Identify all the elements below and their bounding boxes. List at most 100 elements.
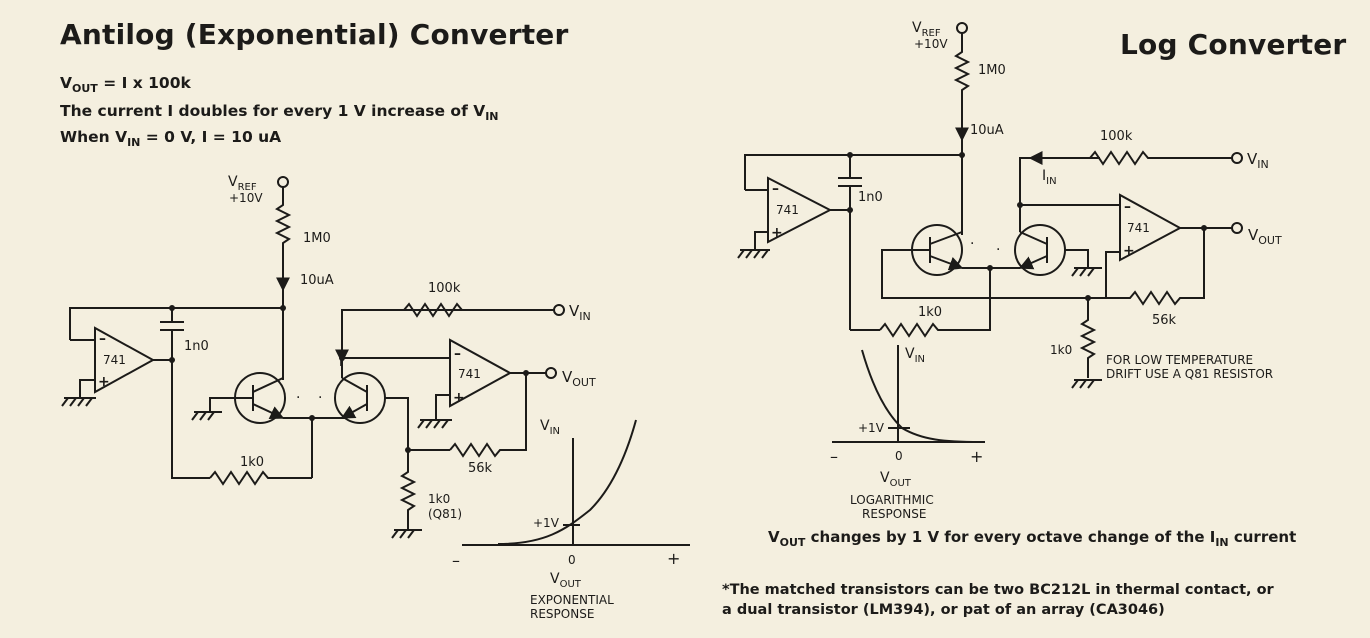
graph-x-label: VOUT: [550, 571, 582, 590]
resistor-1k0-gnd-label: 1k0: [1050, 343, 1072, 357]
antilog-equation-vout: VOUT = I x 100k: [60, 74, 191, 95]
graph-caption-1: EXPONENTIAL: [530, 593, 614, 607]
footnote-line-2: a dual transistor (LM394), or pat of an …: [722, 602, 1165, 618]
eq-rest: = 0 V, I = 10 uA: [140, 128, 282, 146]
svg-text:–: –: [454, 346, 461, 362]
q81-label: (Q81): [428, 507, 462, 521]
graph-plus1v-label: +1V: [533, 516, 560, 530]
opamp-1-label: 741: [103, 353, 126, 367]
current-10ua-right-label: 10uA: [970, 123, 1004, 138]
logarithmic-response-graph: VIN +1V – 0 + VOUT LOGARITHMIC RESPONSE: [830, 345, 985, 521]
opamp-2-label: 741: [458, 367, 481, 381]
resistor-100k-label: 100k: [428, 281, 461, 296]
svg-text:·: ·: [970, 236, 974, 252]
log-title: Log Converter: [1120, 28, 1347, 61]
resistor-1m0-right-label: 1M0: [978, 63, 1006, 78]
antilog-equation-doubling: The current I doubles for every 1 V incr…: [60, 102, 499, 123]
eq-sub: IN: [127, 136, 141, 150]
resistor-1k0-right-icon: [879, 268, 991, 338]
resistor-1m0-icon: [274, 187, 292, 262]
eq-text: When V: [60, 128, 128, 146]
resistor-1k0-q81-icon: [399, 450, 417, 530]
svg-text:–: –: [772, 181, 779, 197]
drift-note-1: FOR LOW TEMPERATURE: [1106, 353, 1253, 367]
opamp-1-right-icon: [767, 176, 833, 244]
vref-label-right: VREF: [912, 20, 941, 39]
ground-icon: [61, 397, 96, 407]
graph-zero-right: 0: [895, 449, 903, 463]
graph-plus1v-right: +1V: [858, 421, 885, 435]
svg-text:–: –: [1124, 199, 1131, 215]
antilog-equation-zero: When VIN = 0 V, I = 10 uA: [60, 128, 281, 149]
svg-text:+: +: [771, 225, 783, 241]
vref-label: VREF: [228, 174, 257, 193]
graph-plus-label: +: [667, 549, 680, 568]
svg-text:–: –: [99, 331, 106, 347]
graph-caption-2: RESPONSE: [530, 607, 594, 621]
graph-x-label-right: VOUT: [880, 470, 912, 489]
resistor-1k0-q81-label: 1k0: [428, 492, 450, 506]
resistor-1k0-right-label: 1k0: [918, 305, 942, 320]
vref-terminal-icon: [277, 176, 289, 188]
vout-right-label: VOUT: [1248, 226, 1282, 247]
exponential-curve: [497, 419, 637, 545]
antilog-title: Antilog (Exponential) Converter: [60, 18, 569, 51]
note-post: current: [1228, 528, 1297, 546]
resistor-56k-right-label: 56k: [1152, 313, 1177, 328]
note-v: V: [768, 528, 780, 546]
vout-terminal-right-icon: [1231, 222, 1243, 234]
vref-value: +10V: [229, 191, 263, 205]
graph-y-label: VIN: [540, 418, 560, 437]
resistor-100k-right-label: 100k: [1100, 129, 1133, 144]
resistor-1k0-icon: [209, 470, 312, 486]
vout-label: VOUT: [562, 368, 596, 389]
vin-right-label: VIN: [1247, 150, 1269, 171]
resistor-56k-icon: [449, 373, 527, 458]
eq-sub: OUT: [72, 82, 98, 96]
svg-text:·: ·: [996, 242, 1000, 258]
eq-v: V: [60, 74, 72, 92]
resistor-1k0-label: 1k0: [240, 455, 264, 470]
svg-text:+: +: [98, 374, 110, 390]
vin-terminal-right-icon: [1231, 152, 1243, 164]
exponential-response-graph: VIN +1V – 0 + VOUT EXPONENTIAL RESPONSE: [452, 418, 690, 621]
capacitor-right-label: 1n0: [858, 190, 883, 205]
transistor-2-icon: [334, 372, 386, 424]
vref-value-right: +10V: [914, 37, 948, 51]
note-sub: OUT: [779, 536, 806, 549]
vin-label: VIN: [569, 302, 591, 323]
resistor-1m0-label: 1M0: [303, 231, 331, 246]
eq-sub: IN: [485, 110, 499, 124]
opamp-2-right-label: 741: [1127, 221, 1150, 235]
svg-text:+: +: [1123, 243, 1135, 259]
iin-label: IIN: [1042, 168, 1057, 187]
svg-text:+: +: [453, 390, 465, 406]
resistor-1m0-right-icon: [953, 33, 971, 110]
note-sub2: IN: [1215, 536, 1229, 549]
footnote-line-1: *The matched transistors can be two BC21…: [722, 582, 1274, 598]
resistor-56k-label: 56k: [468, 461, 493, 476]
antilog-circuit: VREF +10V 1M0 10uA 1n0 741 – + 1k0 · ·: [61, 174, 596, 539]
log-circuit: VREF +10V 1M0 10uA 1n0 741 – + 1k0 · · II…: [737, 20, 1282, 389]
drift-note-2: DRIFT USE A Q81 RESISTOR: [1106, 367, 1273, 381]
eq-text: The current I doubles for every 1 V incr…: [60, 102, 486, 120]
vout-terminal-icon: [545, 367, 557, 379]
opamp-1-icon: [94, 326, 156, 394]
svg-text:·: ·: [296, 390, 300, 406]
capacitor-label: 1n0: [184, 339, 209, 354]
graph-minus-label: –: [452, 551, 460, 570]
note-mid: changes by 1 V for every octave change o…: [805, 528, 1216, 546]
graph-zero-label: 0: [568, 553, 576, 567]
graph-caption-right-1: LOGARITHMIC: [850, 493, 934, 507]
vref-terminal-icon: [956, 22, 968, 34]
graph-caption-right-2: RESPONSE: [862, 507, 926, 521]
resistor-100k-right-icon: [1089, 150, 1232, 166]
resistor-1k0-gnd-icon: [1079, 298, 1097, 378]
resistor-100k-icon: [403, 302, 463, 318]
svg-text:·: ·: [318, 390, 322, 406]
opamp-2-icon: [449, 338, 513, 408]
current-10ua-label: 10uA: [300, 273, 334, 288]
vin-terminal-icon: [553, 304, 565, 316]
eq-rest: = I x 100k: [97, 74, 191, 92]
